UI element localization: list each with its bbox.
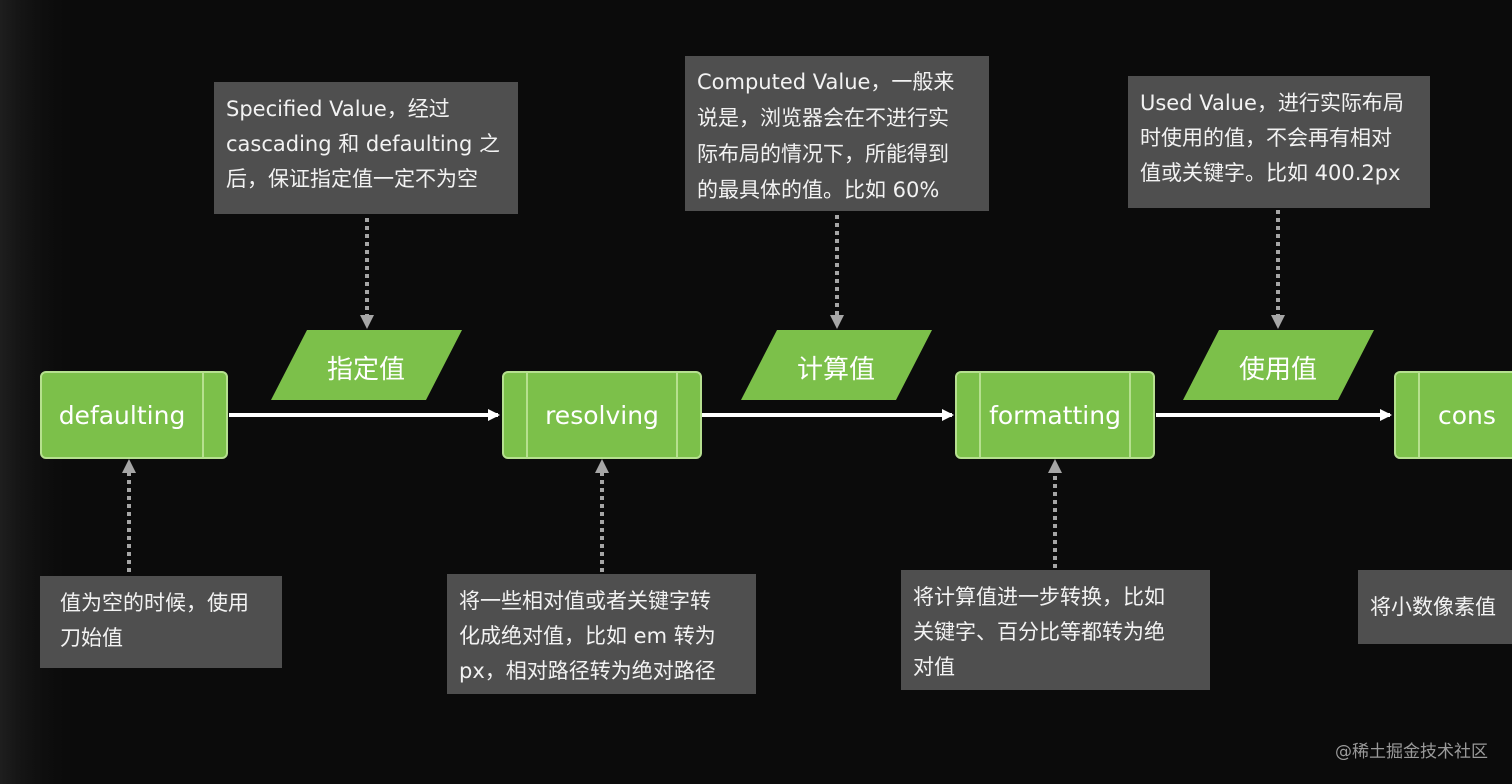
note-used-value: Used Value，进行实际布局 时使用的值，不会再有相对 值或关键字。比如 … [1128,76,1430,208]
process-label: resolving [545,400,659,430]
note-line: cascading 和 defaulting 之 [226,132,500,156]
note-line: 说是，浏览器会在不进行实 [697,106,949,130]
note-line: 值或关键字。比如 400.2px [1140,161,1401,185]
parallelogram-used [1183,330,1374,400]
process-constraining: cons [1394,371,1512,459]
process-label: formatting [989,400,1121,430]
process-formatting: formatting [955,371,1155,459]
note-line: 将一些相对值或者关键字转 [459,589,711,613]
process-right-bar [202,373,204,457]
note-specified-value: Specified Value，经过 cascading 和 defaultin… [214,82,518,214]
note-line: 将小数像素值 [1370,595,1496,619]
process-left-bar [1418,373,1420,457]
note-line: Computed Value，一般来 [697,70,955,94]
note-line: 时使用的值，不会再有相对 [1140,126,1392,150]
note-formatting: 将计算值进一步转换，比如 关键字、百分比等都转为绝 对值 [901,570,1210,690]
note-line: 对值 [913,655,955,679]
note-line: 刀始值 [60,626,123,650]
process-right-bar [676,373,678,457]
value-type-specified: 指定值 [326,355,405,385]
note-line: 关键字、百分比等都转为绝 [913,620,1165,644]
process-defaulting: defaulting [40,371,228,459]
note-defaulting: 值为空的时候，使用 刀始值 [40,576,282,668]
note-line: Specified Value，经过 [226,97,450,121]
value-type-computed: 计算值 [796,355,875,385]
value-type-used: 使用值 [1238,355,1317,385]
parallelogram-computed [741,330,932,400]
watermark-text: @稀土掘金技术社区 [1335,742,1488,762]
note-line: 的最具体的值。比如 60% [697,178,940,202]
note-line: px，相对路径转为绝对路径 [459,659,716,683]
note-line: 化成绝对值，比如 em 转为 [459,624,716,648]
note-resolving: 将一些相对值或者关键字转 化成绝对值，比如 em 转为 px，相对路径转为绝对路… [447,574,756,694]
note-constraining: 将小数像素值 [1358,570,1512,644]
note-line: 将计算值进一步转换，比如 [913,585,1165,609]
note-line: 值为空的时候，使用 [60,591,249,615]
note-line: 后，保证指定值一定不为空 [226,167,478,191]
note-computed-value: Computed Value，一般来 说是，浏览器会在不进行实 际布局的情况下，… [685,56,989,211]
process-right-bar [1129,373,1131,457]
parallelogram-specified [271,330,462,400]
process-left-bar [979,373,981,457]
process-label: defaulting [58,400,186,430]
note-line: 际布局的情况下，所能得到 [697,142,949,166]
process-resolving: resolving [502,371,702,459]
process-label: cons [1438,400,1496,430]
process-left-bar [526,373,528,457]
note-line: Used Value，进行实际布局 [1140,91,1404,115]
